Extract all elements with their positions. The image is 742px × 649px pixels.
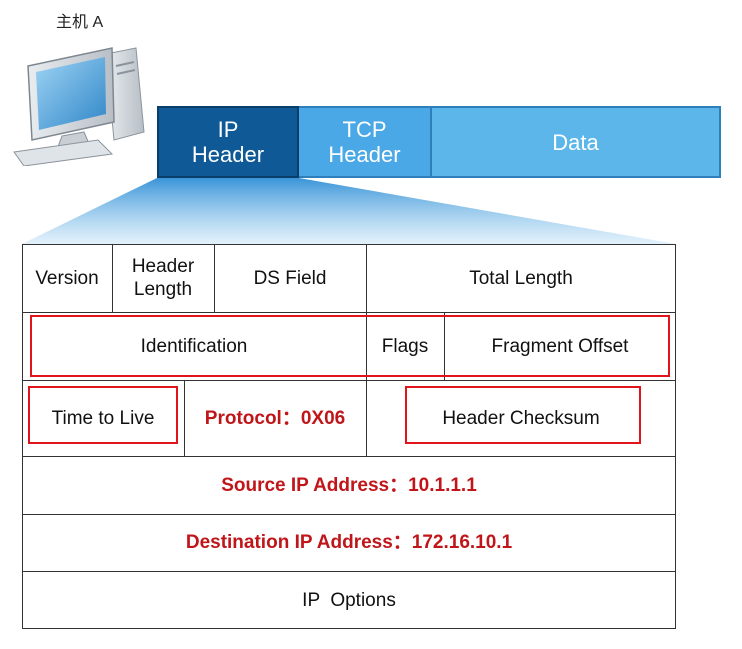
row-divider	[22, 380, 676, 381]
col-divider	[366, 380, 367, 456]
data-segment: Data	[432, 106, 721, 178]
field-fragment-offset: Fragment Offset	[491, 335, 629, 357]
field-flags: Flags	[381, 335, 429, 357]
highlight-box-checksum	[405, 386, 641, 444]
tcp-header-segment-label: TCP Header	[328, 117, 401, 167]
row-divider	[22, 312, 676, 313]
col-divider	[444, 312, 445, 380]
field-destination-ip: Destination IP Address：172.16.10.1	[185, 532, 513, 553]
ip-header-segment: IP Header	[157, 106, 299, 178]
ip-header-segment-label: IP Header	[191, 117, 265, 167]
col-divider	[214, 244, 215, 312]
field-time-to-live: Time to Live	[51, 407, 155, 429]
row-divider	[22, 571, 676, 572]
field-ip-options: IP Options	[302, 589, 396, 611]
ip-header-table	[22, 244, 676, 629]
field-source-ip: Source IP Address：10.1.1.1	[221, 474, 477, 496]
field-header-length: Header Length	[131, 256, 195, 300]
field-header-checksum: Header Checksum	[442, 407, 600, 429]
highlight-box-ttl	[28, 386, 178, 444]
row-divider	[22, 514, 676, 515]
col-divider	[366, 244, 367, 312]
field-identification: Identification	[140, 335, 248, 357]
highlight-box-fragmentation	[30, 315, 670, 377]
col-divider	[184, 380, 185, 456]
expansion-fan	[22, 178, 676, 244]
col-divider	[366, 312, 367, 380]
row-divider	[22, 456, 676, 457]
field-ds-field: DS Field	[253, 267, 327, 289]
field-protocol: Protocol：0X06	[204, 407, 346, 429]
desktop-computer-icon	[13, 47, 145, 166]
field-total-length: Total Length	[469, 267, 573, 289]
host-label: 主机 A	[56, 14, 104, 31]
col-divider	[112, 244, 113, 312]
data-segment-label: Data	[552, 129, 599, 155]
field-version: Version	[35, 267, 99, 289]
tcp-header-segment: TCP Header	[299, 106, 432, 178]
